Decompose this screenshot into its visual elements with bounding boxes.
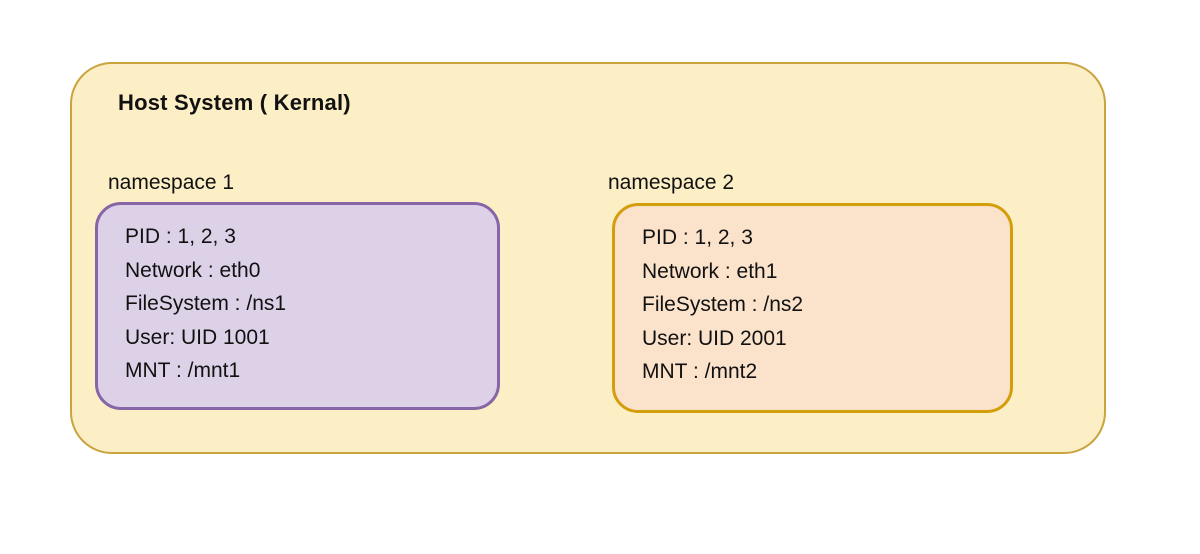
namespace-1-filesystem-line: FileSystem : /ns1 (125, 292, 287, 315)
namespace-2-box: PID : 1, 2, 3 Network : eth1 FileSystem … (612, 203, 1013, 413)
namespace-1-mnt-line: MNT : /mnt1 (125, 359, 241, 382)
namespace-1-label: namespace 1 (108, 171, 235, 194)
namespace-2-filesystem-line: FileSystem : /ns2 (642, 293, 804, 316)
namespace-2-mnt-line: MNT : /mnt2 (642, 360, 758, 383)
namespace-2-label: namespace 2 (608, 171, 735, 194)
namespace-2-pid-line: PID : 1, 2, 3 (642, 226, 753, 249)
namespace-1-network-line: Network : eth0 (125, 258, 261, 282)
namespace-2-user-line: User: UID 2001 (642, 326, 787, 350)
namespace-1-user-line: User: UID 1001 (125, 325, 270, 349)
namespace-1-box: PID : 1, 2, 3 Network : eth0 FileSystem … (95, 202, 500, 410)
host-system-title: Host System ( Kernal) (118, 90, 351, 115)
namespace-1-pid-line: PID : 1, 2, 3 (125, 225, 236, 248)
namespace-2-network-line: Network : eth1 (642, 259, 778, 283)
